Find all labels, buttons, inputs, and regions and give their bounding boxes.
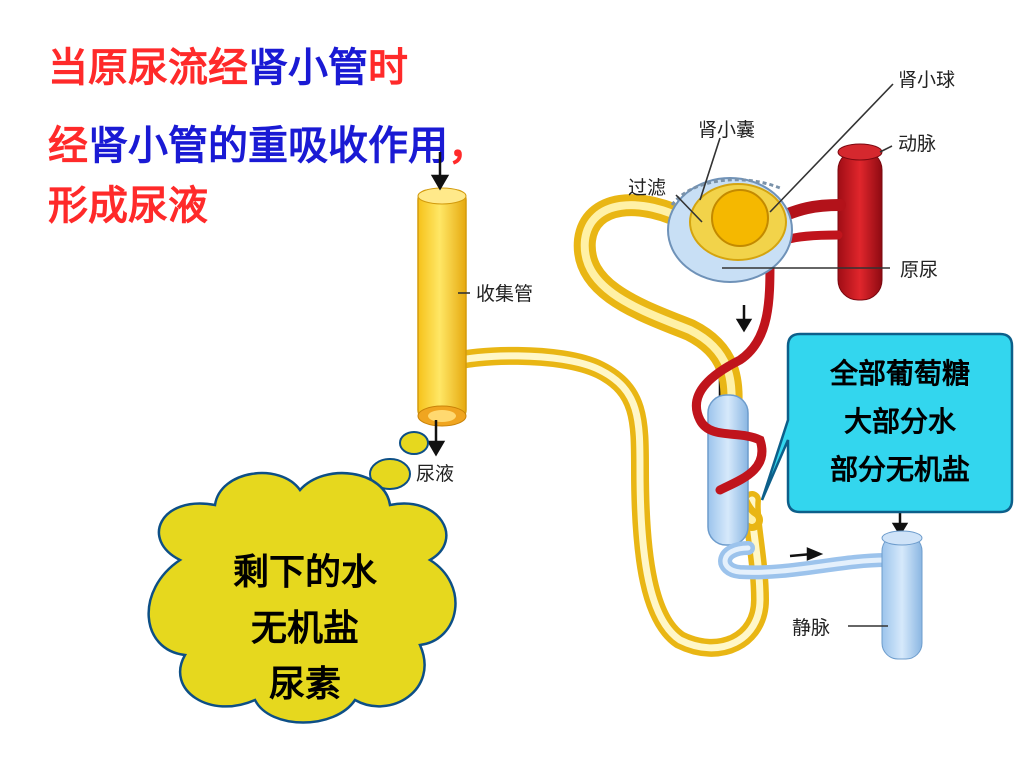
collecting-duct — [417, 187, 770, 657]
title-line-2: 经肾小管的重吸收作用， — [48, 122, 488, 170]
title-segment: 肾小管 — [248, 45, 368, 91]
leader-lines — [458, 83, 894, 627]
label-collecting-duct: 收集管 — [476, 283, 533, 305]
label-vein: 静脉 — [792, 617, 830, 639]
remaining-substances-cloud: 剩下的水 无机盐 尿素 — [147, 431, 457, 724]
label-bowmans-capsule: 肾小囊 — [698, 119, 755, 141]
flow-arrows — [426, 152, 909, 561]
label-artery: 动脉 — [898, 133, 936, 155]
title-line-1: 当原尿流经肾小管时 — [48, 44, 408, 92]
callout-line-3: 部分无机盐 — [830, 453, 970, 486]
title-segment: 肾小管的重吸收作用 — [88, 123, 448, 169]
cloud-line-3: 尿素 — [269, 664, 341, 705]
title-segment: 形成尿液 — [48, 183, 208, 229]
label-primary-urine: 原尿 — [900, 259, 938, 281]
vein — [718, 530, 923, 660]
callout-line-2: 大部分水 — [844, 405, 957, 438]
callout-line-1: 全部葡萄糖 — [829, 357, 970, 390]
label-filtration: 过滤 — [628, 177, 666, 199]
cloud-line-2: 无机盐 — [251, 608, 359, 649]
title-segment: ， — [448, 123, 488, 169]
cloud-line-1: 剩下的水 — [233, 552, 378, 593]
title-segment: 时 — [368, 45, 408, 91]
reabsorption-callout: 全部葡萄糖 大部分水 部分无机盐 — [760, 332, 1014, 514]
title-segment: 经 — [48, 123, 88, 169]
renal-corpuscle — [667, 177, 793, 283]
title-line-3: 形成尿液 — [48, 182, 208, 230]
label-urine: 尿液 — [416, 463, 454, 485]
title-segment: 当原尿流经 — [48, 45, 248, 91]
label-glomerulus: 肾小球 — [898, 69, 955, 91]
